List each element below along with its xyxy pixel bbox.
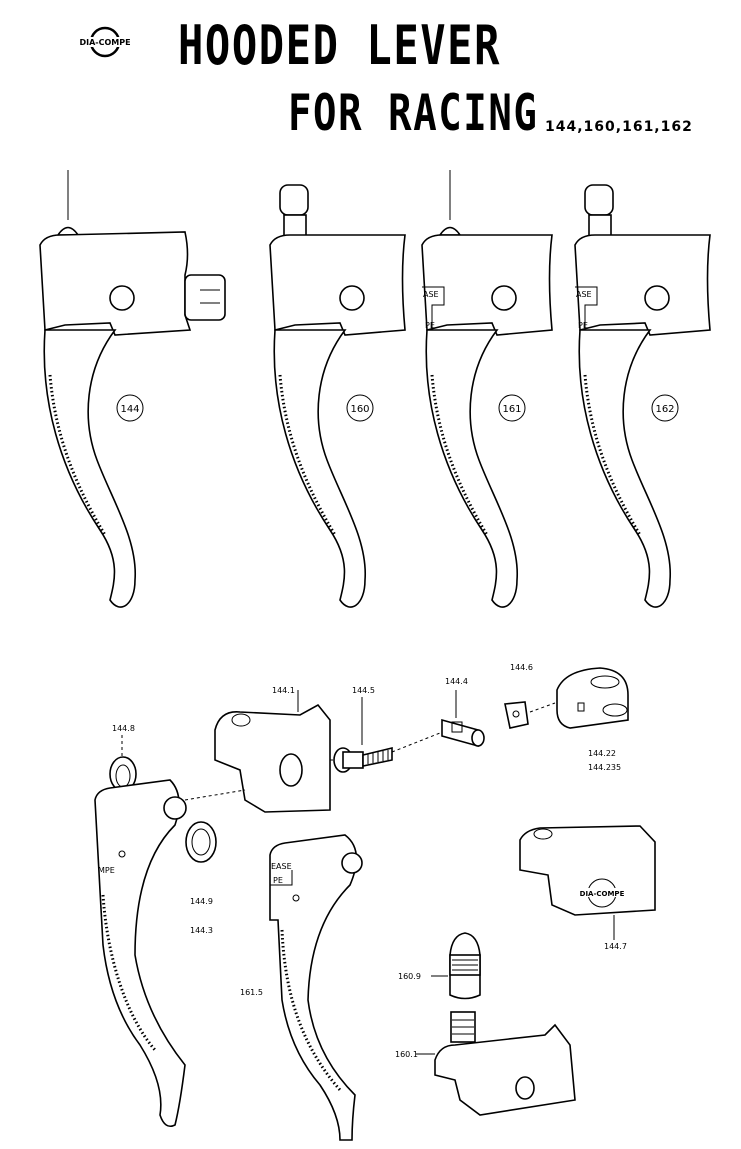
lever-162: ASE PE 162 xyxy=(574,184,711,609)
model-numbers: 144,160,161,162 xyxy=(545,119,693,135)
svg-text:PE: PE xyxy=(273,876,283,885)
part-160-9-adjuster: 160.9 xyxy=(398,932,481,1000)
part-144-8-ring: 144.8 xyxy=(109,724,137,792)
lever-160: 160 xyxy=(269,184,406,609)
svg-text:160.1: 160.1 xyxy=(395,1050,418,1059)
svg-text:161: 161 xyxy=(502,404,521,415)
svg-text:161.5: 161.5 xyxy=(240,988,263,997)
dia-compe-logo: DIA-COMPE xyxy=(72,26,138,58)
svg-text:PE: PE xyxy=(578,321,588,330)
svg-text:144.9: 144.9 xyxy=(190,897,213,906)
svg-text:PE: PE xyxy=(425,321,435,330)
svg-text:MPE: MPE xyxy=(98,866,115,875)
svg-text:DIA-COMPE: DIA-COMPE xyxy=(79,38,130,47)
part-144-3-lever-blade: MPE xyxy=(94,779,187,1128)
svg-text:144.1: 144.1 xyxy=(272,686,295,695)
svg-text:144.4: 144.4 xyxy=(445,677,468,686)
svg-text:144.7: 144.7 xyxy=(604,942,627,951)
part-144-5-screw: 144.5 xyxy=(330,686,441,773)
svg-text:DIA-COMPE: DIA-COMPE xyxy=(580,890,625,898)
svg-text:144: 144 xyxy=(120,404,139,415)
part-144-6-nut: 144.6 xyxy=(504,663,556,729)
svg-text:162: 162 xyxy=(655,404,674,415)
part-161-5-lever-blade: EASE PE 161.5 xyxy=(240,834,363,1141)
title-line-2: FOR RACING xyxy=(288,84,539,142)
svg-text:144.22: 144.22 xyxy=(588,749,616,758)
svg-text:144.8: 144.8 xyxy=(112,724,135,733)
svg-text:144.5: 144.5 xyxy=(352,686,375,695)
svg-text:160: 160 xyxy=(350,404,369,415)
lever-144: 144 xyxy=(39,170,226,609)
part-144-7-hood-cover: DIA-COMPE 144.7 xyxy=(519,825,656,951)
title-line-1: HOODED LEVER xyxy=(178,14,502,77)
part-144-1-hood-body: 144.1 xyxy=(184,686,331,813)
part-144-22-clip: 144.22 144.235 xyxy=(556,667,629,772)
svg-text:144.6: 144.6 xyxy=(510,663,533,672)
svg-text:ASE: ASE xyxy=(576,290,592,299)
svg-text:144.235: 144.235 xyxy=(588,763,621,772)
svg-text:EASE: EASE xyxy=(271,862,292,871)
part-160-1-hood-body: 160.1 xyxy=(395,1011,576,1116)
svg-text:144.3: 144.3 xyxy=(190,926,213,935)
part-144-4-barrel: 144.4 xyxy=(441,677,485,748)
part-144-9-washer: 144.9 144.3 xyxy=(185,821,217,935)
svg-text:ASE: ASE xyxy=(423,290,439,299)
lever-161: ASE PE 161 xyxy=(421,170,553,609)
svg-text:160.9: 160.9 xyxy=(398,972,421,981)
